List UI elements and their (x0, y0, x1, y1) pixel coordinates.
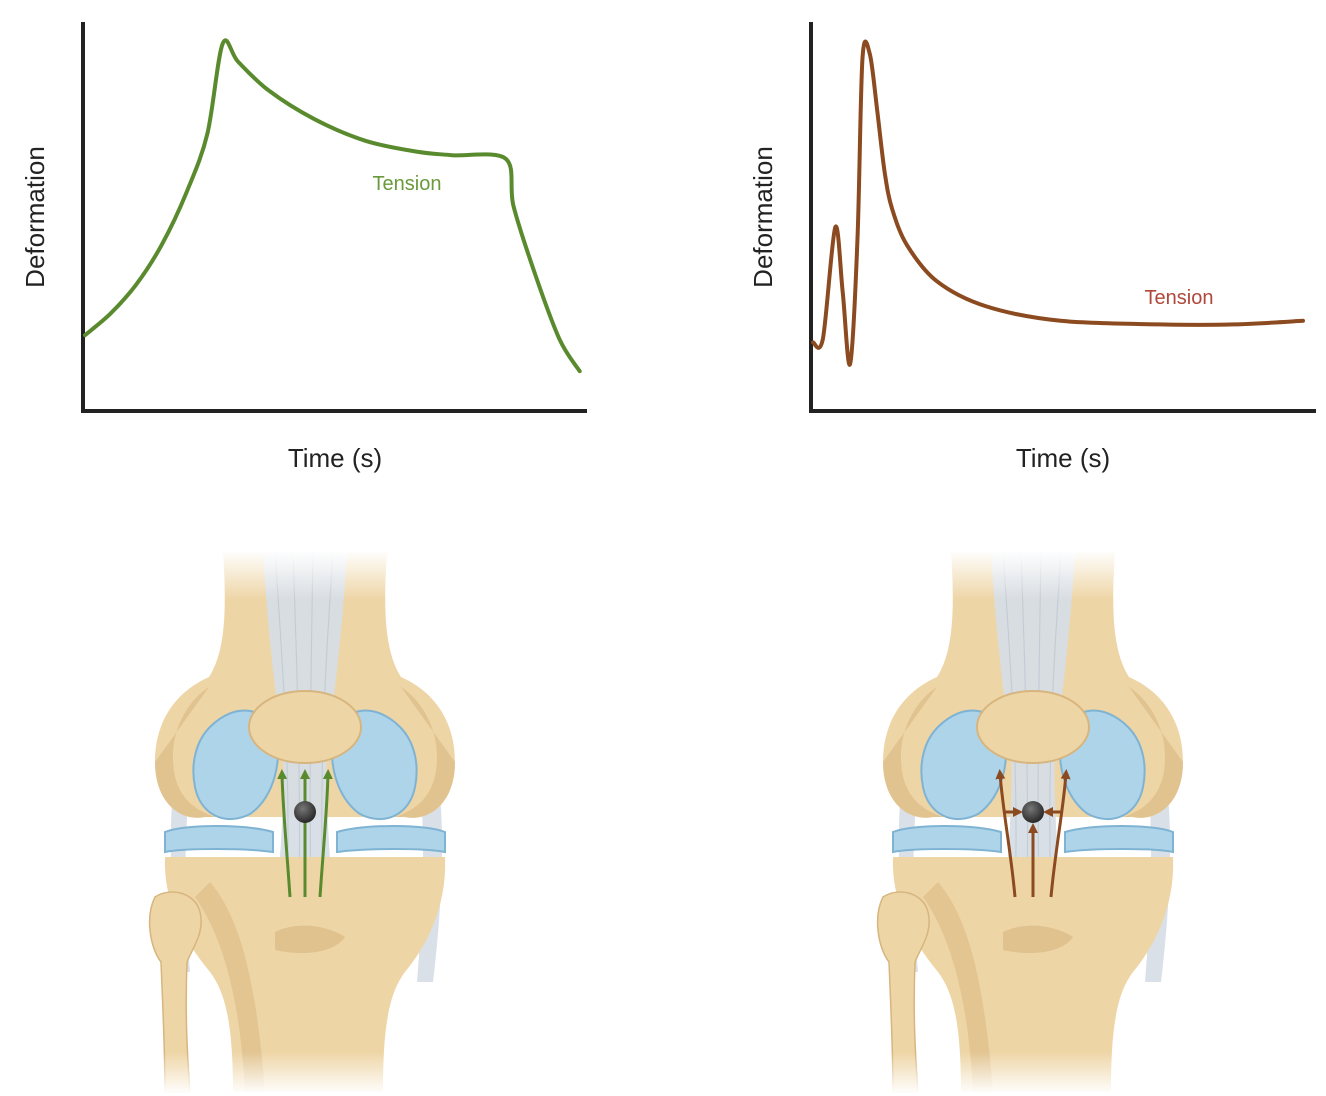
right-knee-illustration (852, 549, 1214, 1095)
left-arrow-3 (318, 769, 333, 898)
left-knee-illustration (124, 549, 486, 1095)
left-arrow-1 (277, 769, 292, 898)
right-arrow-1 (995, 769, 1017, 898)
right-series-label: Tension (1145, 287, 1214, 309)
left-chart: Tension Deformation Time (s) (20, 22, 587, 473)
right-chart: Tension Deformation Time (s) (748, 22, 1316, 473)
left-tension-curve (83, 38, 582, 374)
right-arrow-3 (1049, 769, 1071, 898)
right-nucleus-dot (1022, 801, 1044, 823)
right-x-axis-label: Time (s) (1016, 443, 1110, 473)
left-y-axis-label: Deformation (20, 146, 50, 288)
right-tension-curve (811, 39, 1305, 367)
left-nucleus-dot (294, 801, 316, 823)
left-tension-arrows (277, 769, 333, 898)
left-series-label: Tension (373, 173, 442, 195)
left-x-axis-label: Time (s) (288, 443, 382, 473)
right-y-axis-label: Deformation (748, 146, 778, 288)
right-tension-arrows (995, 769, 1071, 898)
